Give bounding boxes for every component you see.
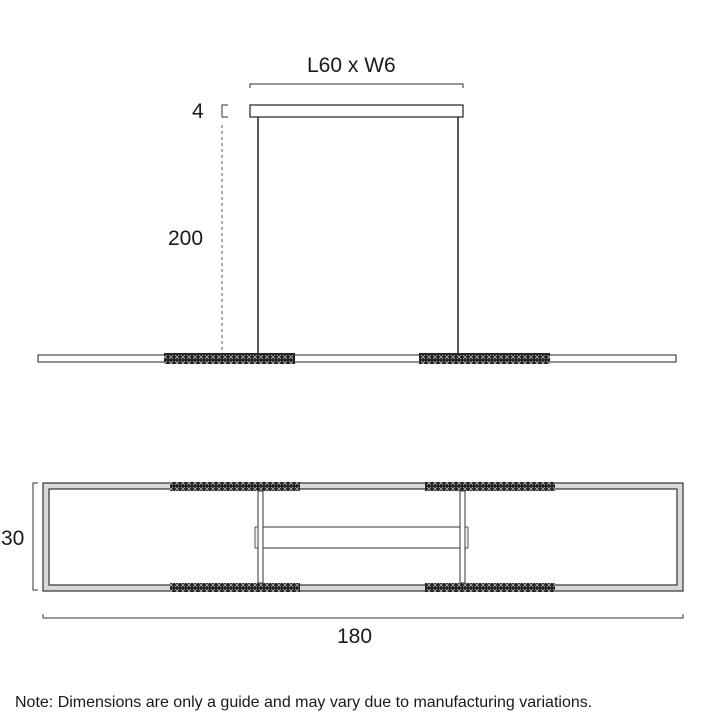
canopy-height-label: 4	[192, 100, 204, 123]
length-dimension-line	[42, 614, 684, 619]
width-bracket	[32, 482, 38, 591]
clip-left	[254, 526, 259, 549]
drop-label: 200	[168, 227, 204, 250]
canopy-dimension-label: L60 x W6	[307, 54, 396, 77]
led-module-left	[164, 353, 295, 364]
center-bar	[262, 526, 461, 549]
plan-view	[32, 482, 684, 619]
clip-right	[464, 526, 469, 549]
width-label: 30	[1, 527, 25, 550]
led-module-right	[419, 353, 550, 364]
disclaimer-note: Note: Dimensions are only a guide and ma…	[15, 694, 593, 711]
led-module-top-right	[425, 482, 555, 491]
led-module-top-left	[170, 482, 300, 491]
crossbar-right	[459, 490, 466, 584]
crossbar-left	[257, 490, 264, 584]
canopy-height-bracket	[221, 104, 228, 118]
led-module-bottom-left	[170, 583, 300, 592]
length-label: 180	[337, 625, 373, 648]
canopy-dimension-line	[249, 83, 464, 88]
side-elevation	[37, 83, 677, 364]
light-rod	[37, 354, 677, 363]
led-module-bottom-right	[425, 583, 555, 592]
canopy	[249, 104, 464, 118]
